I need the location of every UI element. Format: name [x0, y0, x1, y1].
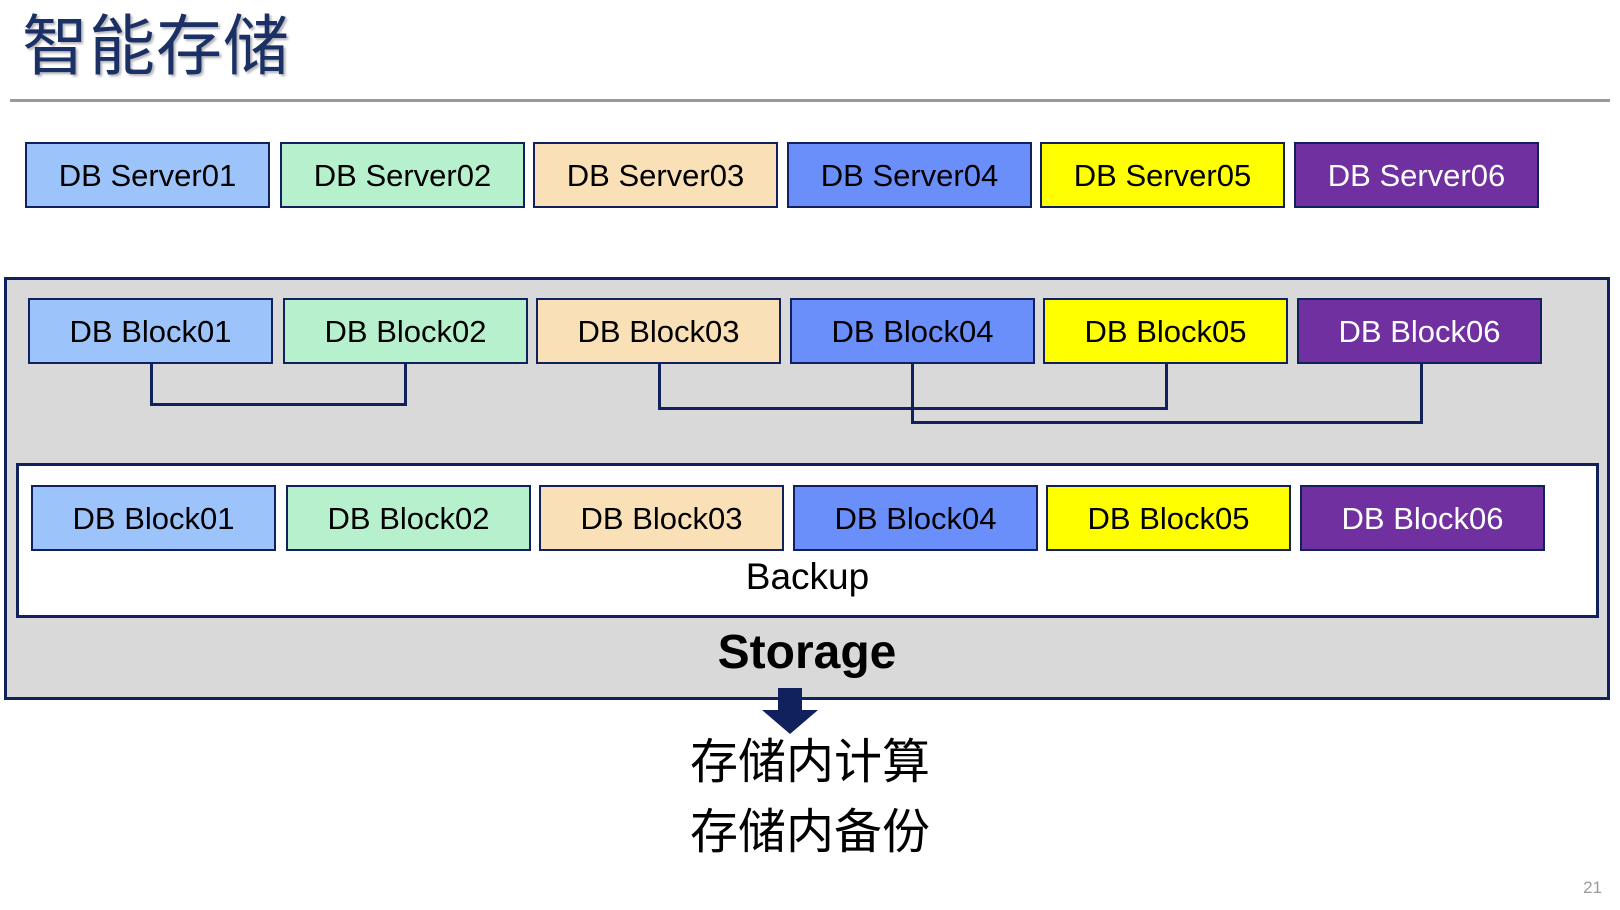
db-block-primary-label: DB Block03: [577, 313, 740, 349]
caption-in-storage-compute: 存储内计算: [689, 736, 930, 789]
db-block-primary-1[interactable]: DB Block01: [28, 298, 273, 364]
db-server-box-label: DB Server04: [820, 157, 999, 193]
connector-1-right-stem: [404, 364, 407, 406]
db-block-backup-label: DB Block06: [1341, 500, 1504, 536]
connector-3-right-stem: [1420, 364, 1423, 424]
page-number: 21: [1583, 878, 1602, 897]
storage-container: Backup DB Block01 DB Block02 DB Block03 DB …: [4, 277, 1610, 734]
db-server-box-4[interactable]: DB Server04: [787, 142, 1032, 208]
db-server-box-label: DB Server02: [313, 157, 492, 193]
db-server-box-5[interactable]: DB Server05: [1040, 142, 1285, 208]
db-block-backup-4[interactable]: DB Block04: [793, 485, 1038, 551]
connector-1-crossbar: [150, 403, 407, 406]
db-block-primary-label: DB Block04: [831, 313, 994, 349]
db-block-primary-3[interactable]: DB Block03: [536, 298, 781, 364]
title-divider: [10, 99, 1610, 102]
db-block-backup-1[interactable]: DB Block01: [31, 485, 276, 551]
down-arrow-icon: [760, 688, 820, 734]
page-title: 智能存储: [22, 9, 290, 83]
backup-label: Backup: [745, 556, 870, 597]
connector-2-right-stem: [1165, 364, 1168, 410]
storage-label: Storage: [717, 626, 897, 679]
db-block-backup-label: DB Block03: [580, 500, 743, 536]
db-server-box-label: DB Server06: [1327, 157, 1506, 193]
backup-box: Backup DB Block01 DB Block02 DB Block03 DB …: [16, 463, 1599, 618]
db-server-box-label: DB Server01: [58, 157, 237, 193]
db-block-primary-label: DB Block05: [1084, 313, 1247, 349]
connector-1-left-stem: [150, 364, 153, 406]
db-block-primary-label: DB Block06: [1338, 313, 1501, 349]
db-block-backup-2[interactable]: DB Block02: [286, 485, 531, 551]
db-block-backup-label: DB Block02: [327, 500, 490, 536]
caption-in-storage-backup: 存储内备份: [689, 806, 930, 859]
db-server-box-label: DB Server03: [566, 157, 745, 193]
db-server-box-1[interactable]: DB Server01: [25, 142, 270, 208]
db-block-backup-6[interactable]: DB Block06: [1300, 485, 1545, 551]
db-block-primary-5[interactable]: DB Block05: [1043, 298, 1288, 364]
db-block-primary-6[interactable]: DB Block06: [1297, 298, 1542, 364]
db-block-backup-3[interactable]: DB Block03: [539, 485, 784, 551]
db-block-primary-label: DB Block01: [69, 313, 232, 349]
db-block-primary-4[interactable]: DB Block04: [790, 298, 1035, 364]
connector-2-left-stem: [658, 364, 661, 410]
db-server-box-label: DB Server05: [1073, 157, 1252, 193]
db-block-backup-label: DB Block04: [834, 500, 997, 536]
connector-3-crossbar: [911, 421, 1423, 424]
db-server-box-3[interactable]: DB Server03: [533, 142, 778, 208]
db-server-box-6[interactable]: DB Server06: [1294, 142, 1539, 208]
db-block-backup-label: DB Block01: [72, 500, 235, 536]
db-block-backup-5[interactable]: DB Block05: [1046, 485, 1291, 551]
db-block-primary-2[interactable]: DB Block02: [283, 298, 528, 364]
connector-3-left-stem: [911, 364, 914, 424]
db-block-primary-label: DB Block02: [324, 313, 487, 349]
db-server-box-2[interactable]: DB Server02: [280, 142, 525, 208]
db-block-backup-label: DB Block05: [1087, 500, 1250, 536]
